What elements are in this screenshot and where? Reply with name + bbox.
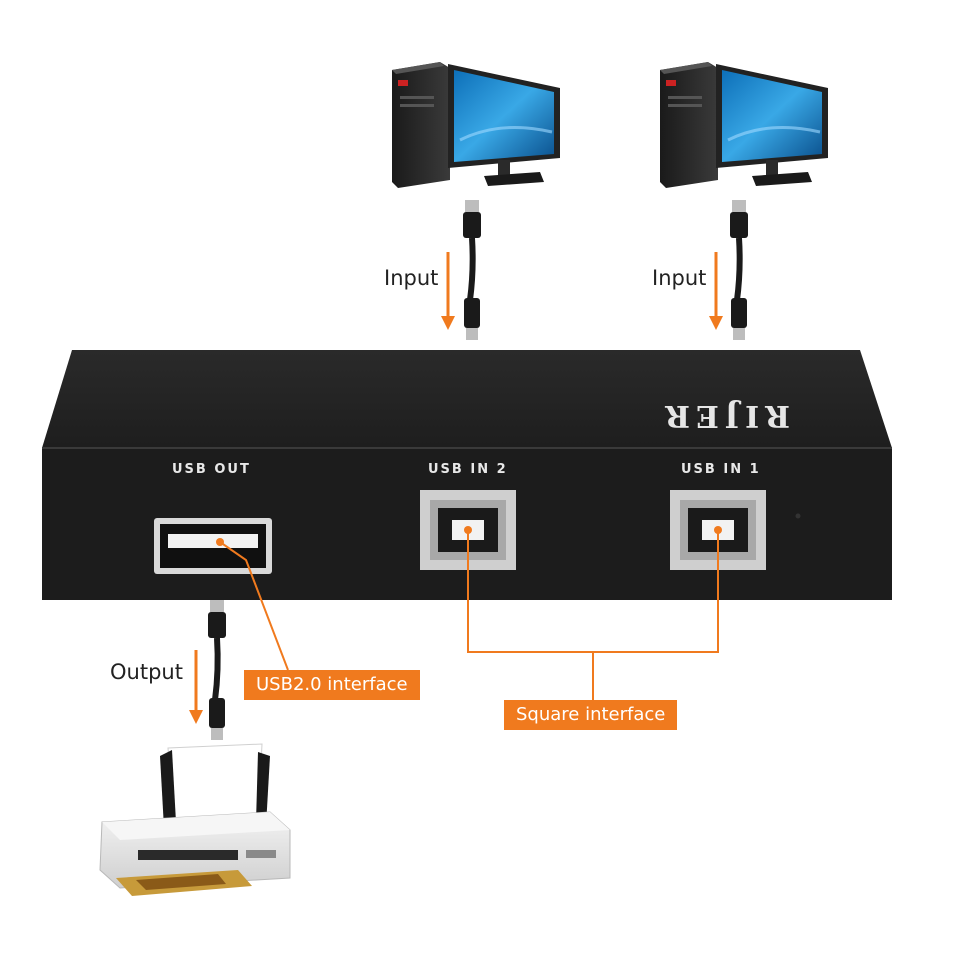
desktop-computer-icon xyxy=(660,62,828,188)
usb2-interface-callout: USB2.0 interface xyxy=(244,670,420,700)
input-arrow xyxy=(709,252,723,330)
usb2-callout-line xyxy=(216,538,289,671)
output-arrow xyxy=(189,650,203,724)
brand-logo: RIJER xyxy=(659,398,790,433)
square-interface-callout: Square interface xyxy=(504,700,678,730)
port-label-usb-in-1: USB IN 1 xyxy=(681,462,761,477)
indicator-led xyxy=(795,513,801,519)
input-label-right: Input xyxy=(652,266,707,290)
square-callout-line xyxy=(464,526,722,700)
usb-a-port xyxy=(154,518,272,574)
usb-cable-icon xyxy=(463,200,481,340)
input-label-left: Input xyxy=(384,266,439,290)
port-label-usb-in-2: USB IN 2 xyxy=(428,462,508,477)
usb-cable-icon xyxy=(730,200,748,340)
output-label: Output xyxy=(110,660,183,684)
desktop-computer-icon xyxy=(392,62,560,188)
printer-icon xyxy=(99,743,291,896)
input-arrow xyxy=(441,252,455,330)
port-label-usb-out: USB OUT xyxy=(172,462,251,477)
usb-cable-icon xyxy=(208,600,226,740)
